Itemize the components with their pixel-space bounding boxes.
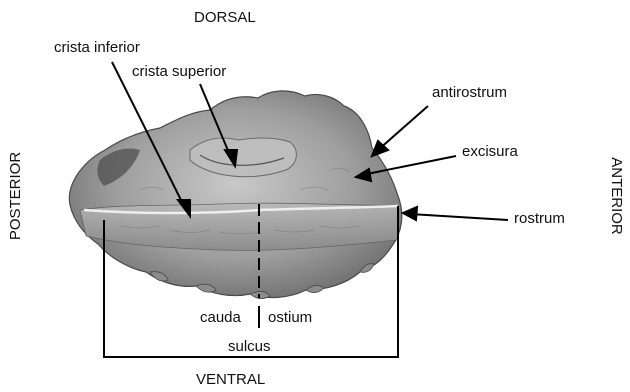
ventral-label: VENTRAL [196, 372, 265, 387]
excisura-label: excisura [462, 144, 518, 159]
antirostrum-label: antirostrum [432, 85, 507, 100]
anterior-label: ANTERIOR [609, 157, 624, 235]
sulcus-label: sulcus [228, 339, 271, 354]
antirostrum-pointer [378, 106, 428, 150]
crista-inferior-label: crista inferior [54, 40, 140, 55]
dorsal-label: DORSAL [194, 10, 256, 25]
crista-superior-label: crista superior [132, 64, 226, 79]
otolith-body [69, 91, 401, 298]
rostrum-label: rostrum [514, 211, 565, 226]
rostrum-pointer [410, 214, 508, 220]
posterior-label: POSTERIOR [8, 152, 23, 240]
cauda-label: cauda [200, 310, 241, 325]
ostium-label: ostium [268, 310, 312, 325]
